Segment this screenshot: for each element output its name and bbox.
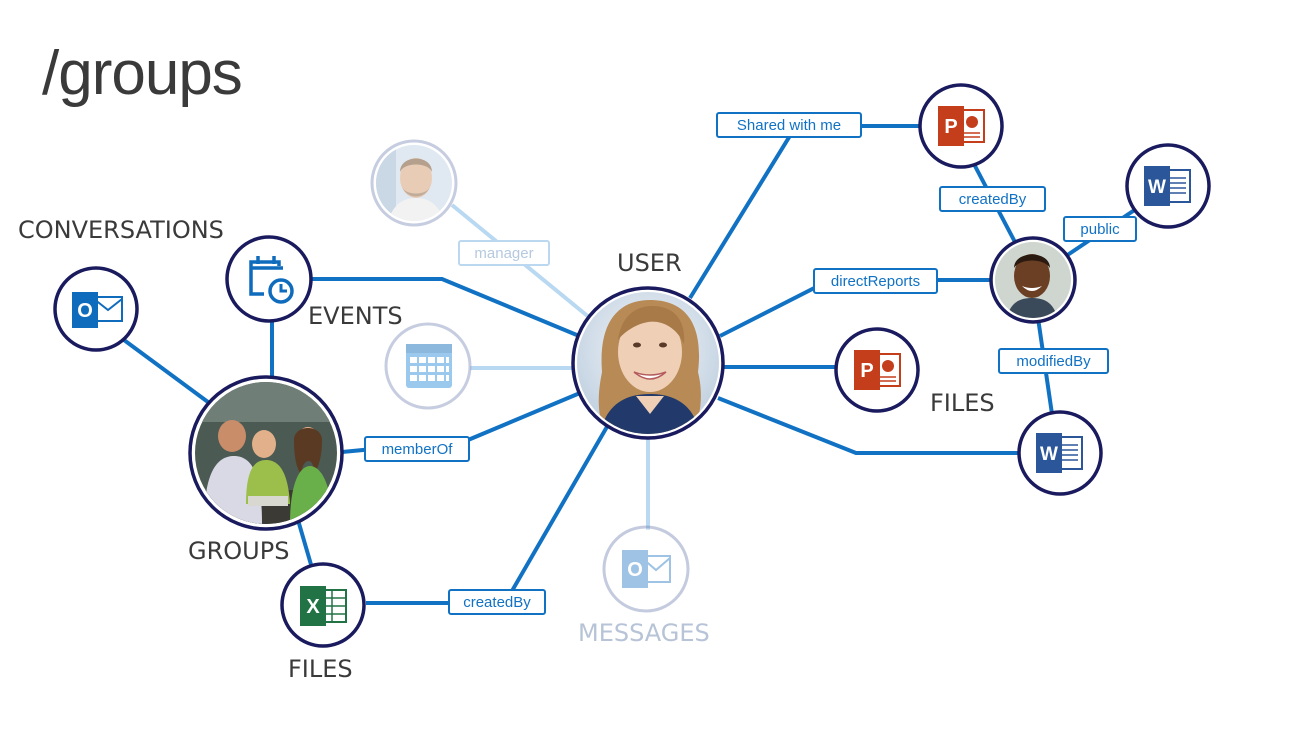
edge-label-manager[interactable]: manager	[458, 240, 550, 266]
messages-label: MESSAGES	[578, 619, 710, 647]
powerpoint-shared-node[interactable]: P	[918, 83, 1004, 169]
direct-report-photo	[995, 242, 1071, 318]
edge-label-member-of[interactable]: memberOf	[364, 436, 470, 462]
slide-title: /groups	[42, 39, 243, 108]
powerpoint-icon: P	[854, 350, 901, 390]
groups-photo	[195, 382, 337, 524]
svg-text:O: O	[77, 300, 93, 322]
user-files-label: FILES	[930, 389, 995, 417]
svg-text:X: X	[306, 596, 320, 618]
svg-text:P: P	[860, 360, 873, 382]
edge-label-modified-by[interactable]: modifiedBy	[998, 348, 1109, 374]
edge-label-public[interactable]: public	[1063, 216, 1137, 242]
edge-label-created-by-top[interactable]: createdBy	[939, 186, 1046, 212]
svg-text:O: O	[627, 559, 643, 581]
edge-user-events	[312, 277, 585, 340]
user-node[interactable]	[571, 286, 725, 440]
messages-node[interactable]: O	[602, 525, 690, 613]
word-icon: W	[1144, 166, 1191, 206]
direct-report-node[interactable]	[989, 236, 1077, 324]
user-label: USER	[617, 249, 682, 277]
conversations-label: CONVERSATIONS	[18, 216, 224, 244]
edge-label-created-by-bottom[interactable]: createdBy	[448, 589, 546, 615]
events-node[interactable]	[225, 235, 313, 323]
word-icon: W	[1036, 433, 1083, 473]
outlook-icon: O	[622, 550, 671, 588]
edge-label-shared-with-me[interactable]: Shared with me	[716, 112, 862, 138]
manager-node[interactable]	[370, 139, 458, 227]
edge-label-direct-reports[interactable]: directReports	[813, 268, 938, 294]
edge-groups-excel	[296, 519, 314, 569]
groups-label: GROUPS	[188, 537, 290, 565]
svg-text:W: W	[1148, 177, 1166, 198]
excel-icon: X	[300, 586, 347, 626]
word-public-node[interactable]: W	[1125, 143, 1211, 229]
svg-text:P: P	[944, 116, 957, 138]
user-photo	[577, 292, 719, 434]
events-label: EVENTS	[308, 302, 403, 330]
outlook-icon: O	[72, 292, 123, 328]
calendar-clock-icon	[249, 256, 294, 304]
excel-file-node[interactable]: X	[280, 562, 366, 648]
edge-groups-outlook	[122, 338, 214, 407]
groups-node[interactable]	[188, 375, 344, 531]
powerpoint-icon: P	[938, 106, 985, 146]
word-files-node[interactable]: W	[1017, 410, 1103, 496]
edge-user-word-files	[717, 396, 1020, 455]
svg-text:W: W	[1040, 444, 1058, 465]
group-files-label: FILES	[288, 655, 353, 683]
powerpoint-files-node[interactable]: P	[834, 327, 920, 413]
calendar-grid-icon	[406, 344, 452, 388]
conversations-node[interactable]: O	[53, 266, 139, 352]
calendar-grid-node[interactable]	[384, 322, 472, 410]
